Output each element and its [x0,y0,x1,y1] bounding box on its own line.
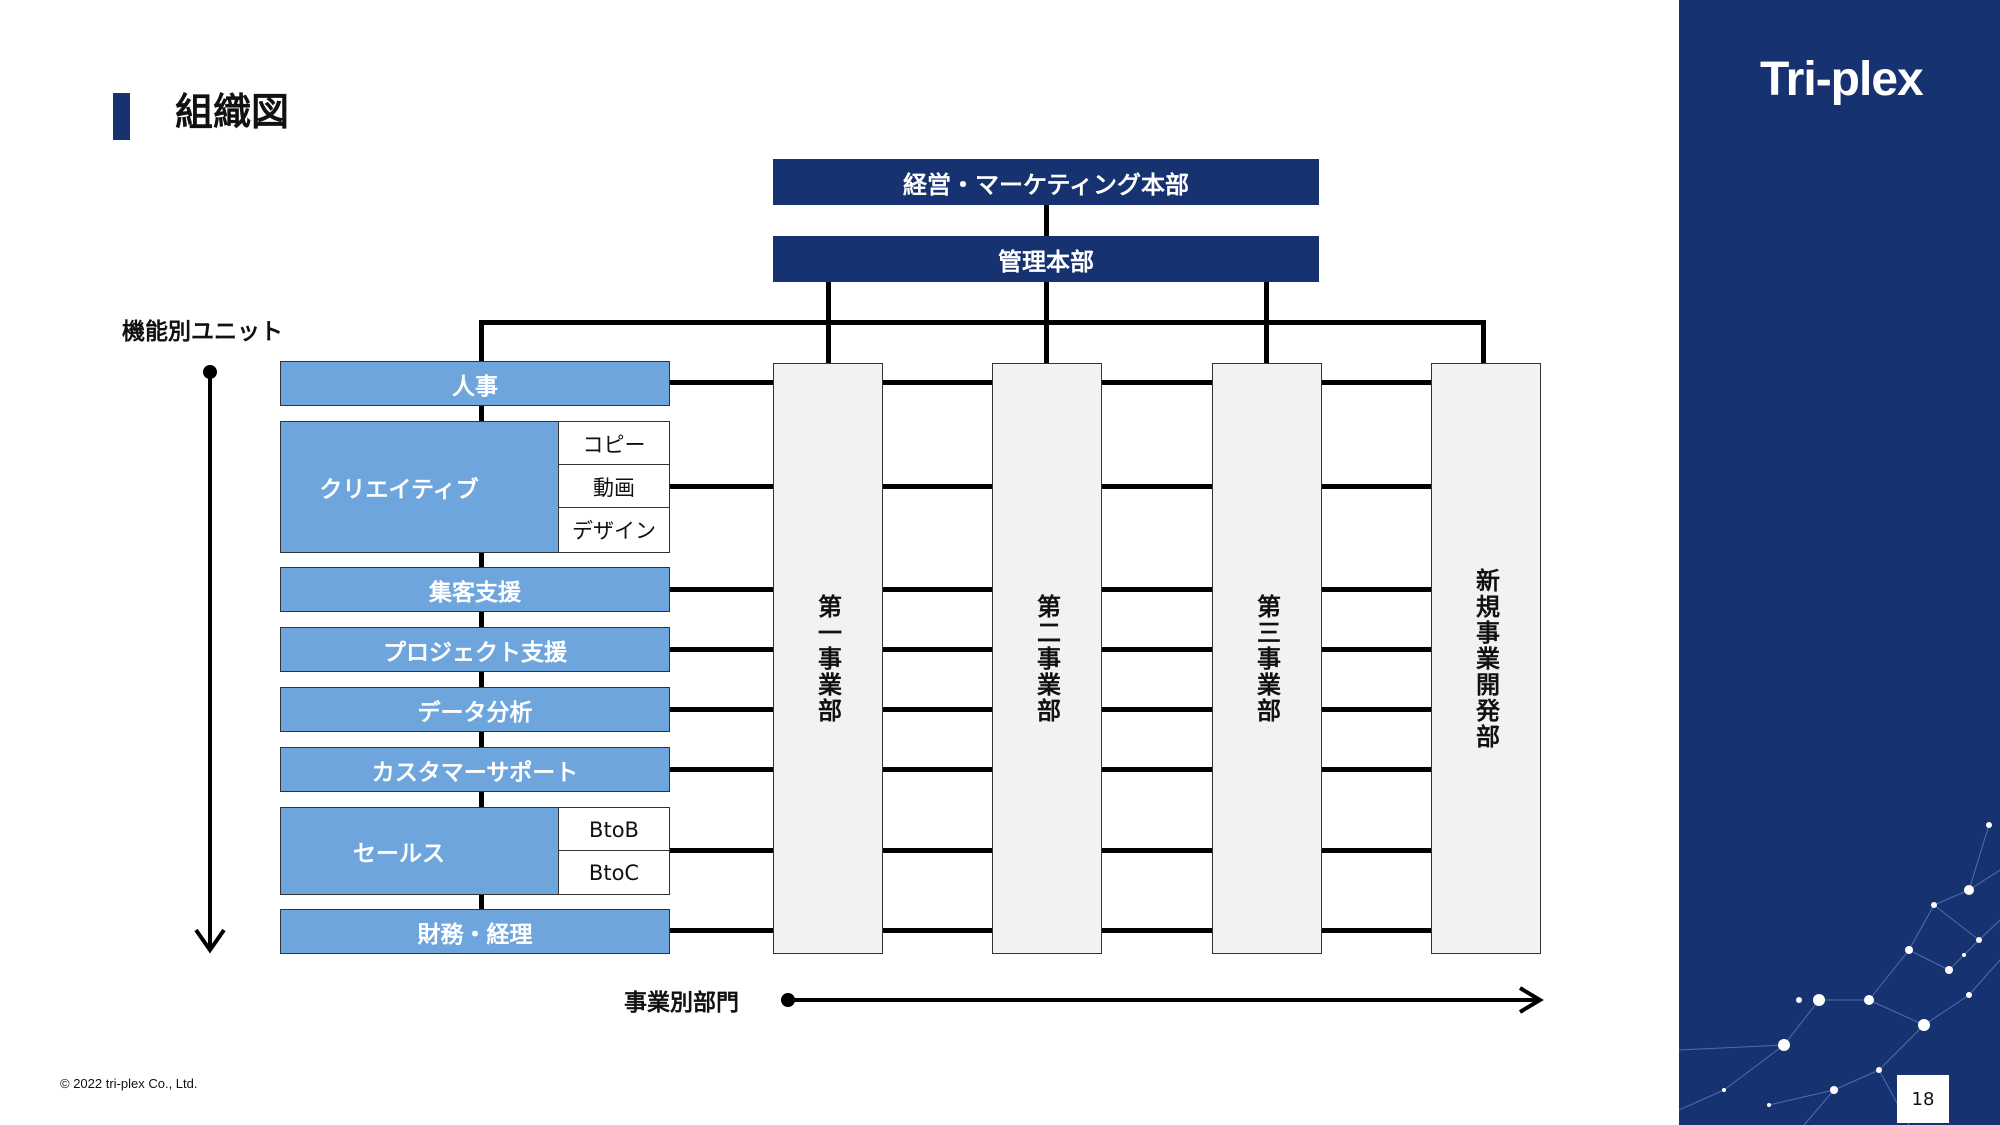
division-first-label: 第一事業部 [813,593,842,724]
unit-acquisition-support: 集客支援 [280,567,670,612]
unit-creative: クリエイティブ [280,421,560,553]
unit-hr: 人事 [280,361,670,406]
division-second: 第二事業部 [992,363,1102,954]
sales-sub-btob: BtoB [558,807,670,852]
unit-project-support: プロジェクト支援 [280,627,670,672]
sales-sub-btoc: BtoC [558,850,670,895]
unit-creative-label: クリエイティブ [319,477,479,503]
title-accent-bar [113,93,130,140]
division-new-business: 新規事業開発部 [1431,363,1541,954]
network-decoration-icon [1679,822,2000,1125]
unit-sales: セールス [280,807,560,895]
company-logo: Tri-plex [1760,53,1924,106]
functional-axis-arrow [194,365,226,954]
division-third-label: 第三事業部 [1252,593,1281,724]
creative-sub-design: デザイン [558,507,670,553]
hq-administration: 管理本部 [773,236,1319,282]
unit-data-analysis: データ分析 [280,687,670,732]
page-number: 18 [1897,1075,1949,1123]
unit-finance-accounting: 財務・経理 [280,909,670,954]
unit-customer-support: カスタマーサポート [280,747,670,792]
creative-sub-copy: コピー [558,421,670,466]
functional-axis-label: 機能別ユニット [122,319,283,345]
division-third: 第三事業部 [1212,363,1322,954]
hq-management-marketing: 経営・マーケティング本部 [773,159,1319,205]
business-axis-label: 事業別部門 [624,990,739,1016]
sidebar-panel [1679,0,2000,1125]
division-first: 第一事業部 [773,363,883,954]
division-new-business-label: 新規事業開発部 [1471,567,1500,750]
page-title: 組織図 [175,90,290,134]
unit-sales-label: セールス [353,841,445,867]
business-axis-arrow [781,986,1544,1014]
division-second-label: 第二事業部 [1032,593,1061,724]
copyright-text: © 2022 tri-plex Co., Ltd. [60,1076,198,1091]
creative-sub-video: 動画 [558,464,670,509]
